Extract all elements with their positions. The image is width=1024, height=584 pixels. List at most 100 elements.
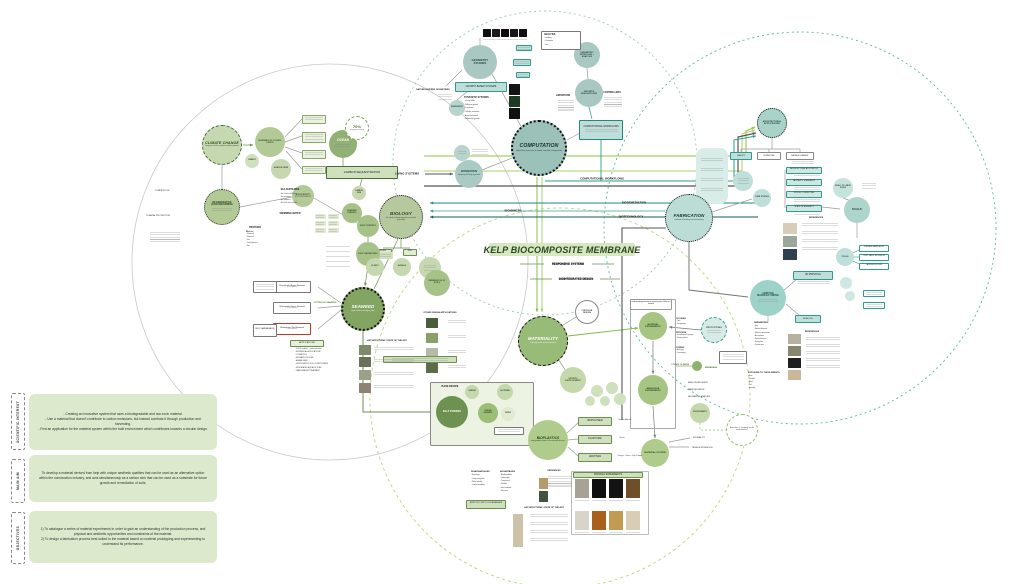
image-placeholder-4	[519, 29, 527, 37]
box-note-text: Sodium Alginate	[618, 419, 632, 422]
box-climate-note-2	[302, 131, 326, 143]
list-item-text: Medium composition	[754, 332, 770, 334]
box-kelp-forest-box-5	[314, 227, 326, 233]
label-fiber-influence: FIBER INFLUENCE	[688, 389, 705, 392]
image-placeholder-6	[509, 96, 520, 107]
list-item: - BIOMEDICAL APPLICATIONS	[295, 351, 328, 354]
node-behaviour-experiments: BEHAVIOUR EXPERIMENTS	[638, 375, 668, 405]
list-item-text: Time	[676, 321, 681, 323]
microtext	[701, 178, 723, 183]
arrowhead	[449, 172, 453, 176]
microtext	[701, 188, 723, 193]
node-label: BEHAVIOUR EXPERIMENTS	[645, 387, 661, 392]
label-text: BASE RECIPE	[441, 384, 459, 388]
bullet-dash: -	[471, 480, 473, 483]
box-understanding-note: Understanding performance and properties…	[630, 298, 672, 310]
box-note-biopolymer: Sodium Alginate	[618, 419, 632, 422]
bullet-dash: -	[280, 200, 281, 201]
node-circular-design: CIRCULAR DESIGN	[575, 300, 599, 324]
microtext	[374, 385, 414, 390]
list-item-text: Iron	[246, 239, 250, 241]
list-item-text: BIOMASS FOR FUEL	[296, 357, 314, 360]
microtext	[626, 532, 640, 535]
node-label: CIRCULAR DESIGN	[581, 309, 593, 314]
node-label: CEMENT	[248, 159, 256, 162]
list-item-text: Drying time	[754, 342, 764, 344]
node-sublabel: exploring matter and its properties	[530, 341, 556, 344]
microtext	[548, 476, 572, 488]
microtext	[802, 231, 838, 236]
microtext	[326, 261, 350, 264]
list-item: - Oven drying	[676, 353, 686, 356]
box-phaeophyta: Phaeophyta / Brown Seaweed(2,000 species…	[273, 281, 311, 293]
list-item-text: Nozzle diameter	[754, 338, 767, 340]
microtext	[626, 500, 640, 503]
bullet-dash: -	[280, 203, 281, 204]
list-item-text: ANIMAL FEED	[296, 360, 308, 363]
list-parameters: PARAMETERS- Size- Material diversity- Me…	[754, 322, 770, 348]
box-layering-system: LAYERING SYSTEM	[859, 262, 889, 270]
image-placeholder-13	[426, 333, 438, 343]
node-prototyping: PROTOTYPING	[701, 317, 727, 343]
link-32	[545, 135, 757, 182]
list-item: - WASTEWATER TREATMENT	[295, 370, 328, 373]
image-placeholder-20	[788, 346, 801, 356]
list-item: - No fresh water needed	[280, 202, 297, 205]
image-placeholder-16	[783, 223, 797, 234]
link-63	[567, 438, 579, 441]
box-advantage-note: ASPECTS TO USE TO OUR ADVANTAGE	[466, 499, 506, 509]
node-label: OCEAN	[336, 138, 349, 143]
microtext	[737, 177, 749, 186]
list-title: Rich in:	[246, 231, 254, 233]
microtext	[792, 161, 814, 166]
label-text: SEA FERTILISER	[280, 188, 300, 191]
bullet-dash: -	[754, 326, 755, 328]
list-item-text: COSMETICS	[296, 354, 307, 357]
bullet-dash: -	[246, 245, 247, 247]
label-text: RESPONSIVE SYSTEMS	[551, 261, 585, 266]
list-proteins-items: Rich in:- Vitamin A- Vitamin B- Iron- Ca…	[246, 231, 257, 249]
bullet-dash: -	[295, 363, 297, 366]
box-robotic: ROBOTIC	[795, 315, 821, 323]
label-text: COMPETITION	[154, 189, 170, 192]
microtext	[448, 365, 466, 370]
box-surface-fabrication: SURFACE FABRICATION	[859, 244, 889, 252]
image-placeholder-32	[539, 478, 548, 489]
label-text: CONTROLLERS	[603, 91, 621, 94]
list-item: - No pesticides	[280, 196, 297, 199]
box-note-plasticine: Starch	[619, 437, 624, 440]
node-glycerine: GLYCERINE	[497, 384, 513, 400]
microtext	[701, 168, 723, 173]
link-47	[821, 206, 841, 210]
list-item-text: Sunlight	[748, 379, 755, 381]
list-item-text: Flexible	[501, 483, 507, 486]
label-text: CONTENT OF WATER	[670, 364, 690, 367]
list-item: - INTEGRATED AQUACULTURE	[295, 367, 328, 370]
microtext	[305, 152, 323, 157]
sidebar-panel-objectives: 1) To catalogue a series of material exp…	[29, 511, 217, 563]
microtext	[758, 298, 778, 304]
node-label: ANIMALS	[397, 265, 407, 268]
node-growth-simulations: GROWTH SIMULATIONS	[575, 79, 603, 107]
label-text: ARCHITECTURAL STATE OF THE ART	[524, 506, 564, 509]
list-item-text: No pesticides	[280, 197, 291, 198]
label-airflow-influence: AIRFLOW INFLUENCE	[688, 382, 708, 385]
node-label: 70%	[352, 123, 362, 129]
microtext	[379, 254, 391, 257]
label-text: REFERENCES	[808, 216, 824, 219]
box-label: DRYING / CURING TIME	[793, 192, 815, 195]
node-geometry-studies: GEOMETRY STUDIES	[463, 45, 497, 79]
box-geometry-minibox-1	[516, 45, 532, 51]
box-label: Chlorophyta / Green Seaweed	[279, 306, 305, 309]
node-label: SCALE	[852, 207, 862, 212]
bullet-dash: -	[676, 352, 677, 354]
node-label: MATERIAL SYSTEM	[644, 451, 666, 454]
box-sublabel: (7,000 species)	[287, 329, 297, 331]
label-biotechnology: BIOTECHNOLOGY	[619, 215, 644, 219]
node-label: GLYCERINE	[500, 391, 510, 393]
box-label: COMPUTATIONAL WORKFLOWS	[583, 125, 619, 128]
node-kelp-powder: KELP POWDER	[436, 396, 468, 428]
label-text: CUTTING OF SEAWEED	[313, 302, 337, 304]
arrowhead	[430, 209, 434, 213]
label-coastal-protection: COASTAL PROTECTION	[146, 215, 170, 217]
